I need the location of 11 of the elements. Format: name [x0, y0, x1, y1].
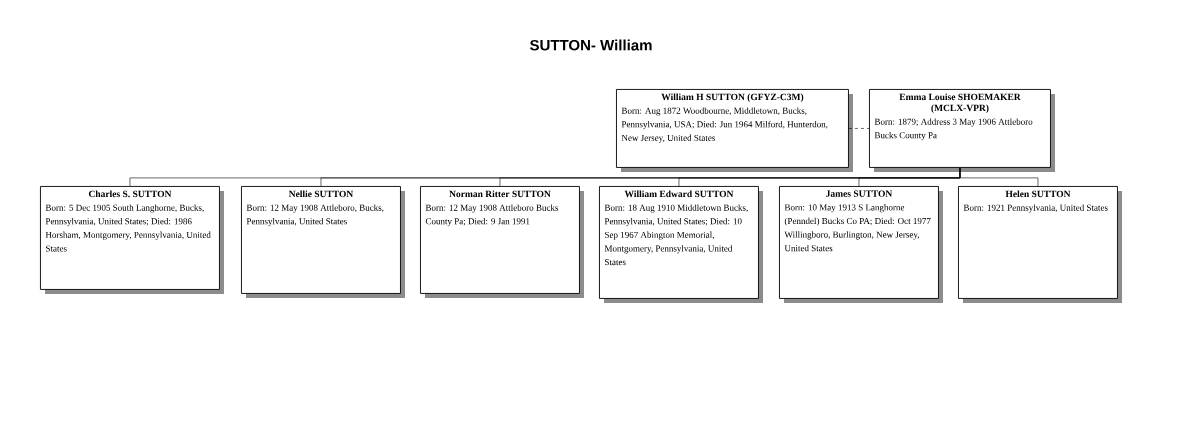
person-box: Helen SUTTON Born: 1921 Pennsylvania, United States	[958, 186, 1122, 303]
person-box: Norman Ritter SUTTON Born: 12 May 1908 Attleboro Bucks County Pa; Died: 9 Jan 1991	[420, 186, 584, 298]
person-box: Nellie SUTTON Born: 12 May 1908 Attleboro, Bucks, Pennsylvania, United States	[241, 186, 405, 298]
person-box: William H SUTTON (GFYZ-C3M) Born: Aug 1872 Woodbourne, Middletown, Bucks, Pennsylvania, USA; Died: Jun 1964 Milford, Hunterdon, New Jersey, United States	[616, 89, 853, 172]
person-box: Charles S. SUTTON Born: 5 Dec 1905 South Langhorne, Bucks, Pennsylvania, United States; Died: 1986 Horsham, Montgomery, Pennsylvania, United States	[40, 186, 224, 294]
person-box: Emma Louise SHOEMAKER (MCLX-VPR) Born: 1879; Address 3 May 1906 Attleboro Bucks County Pa	[869, 89, 1055, 172]
descent-line	[959, 167, 1039, 187]
person-box: William Edward SUTTON Born: 18 Aug 1910 Middletown Bucks, Pennsylvania, United States; Died: 10 Sep 1967 Abington Memorial, Montgomery, Pennsylvania, United States	[599, 186, 763, 303]
person-box: James SUTTON Born: 10 May 1913 S Langhorne (Penndel) Bucks Co PA; Died: Oct 1977 Willingboro, Burlington, New Jersey, United States	[779, 186, 943, 303]
title: SUTTON- William	[530, 39, 652, 51]
marriage-line	[848, 128, 870, 129]
